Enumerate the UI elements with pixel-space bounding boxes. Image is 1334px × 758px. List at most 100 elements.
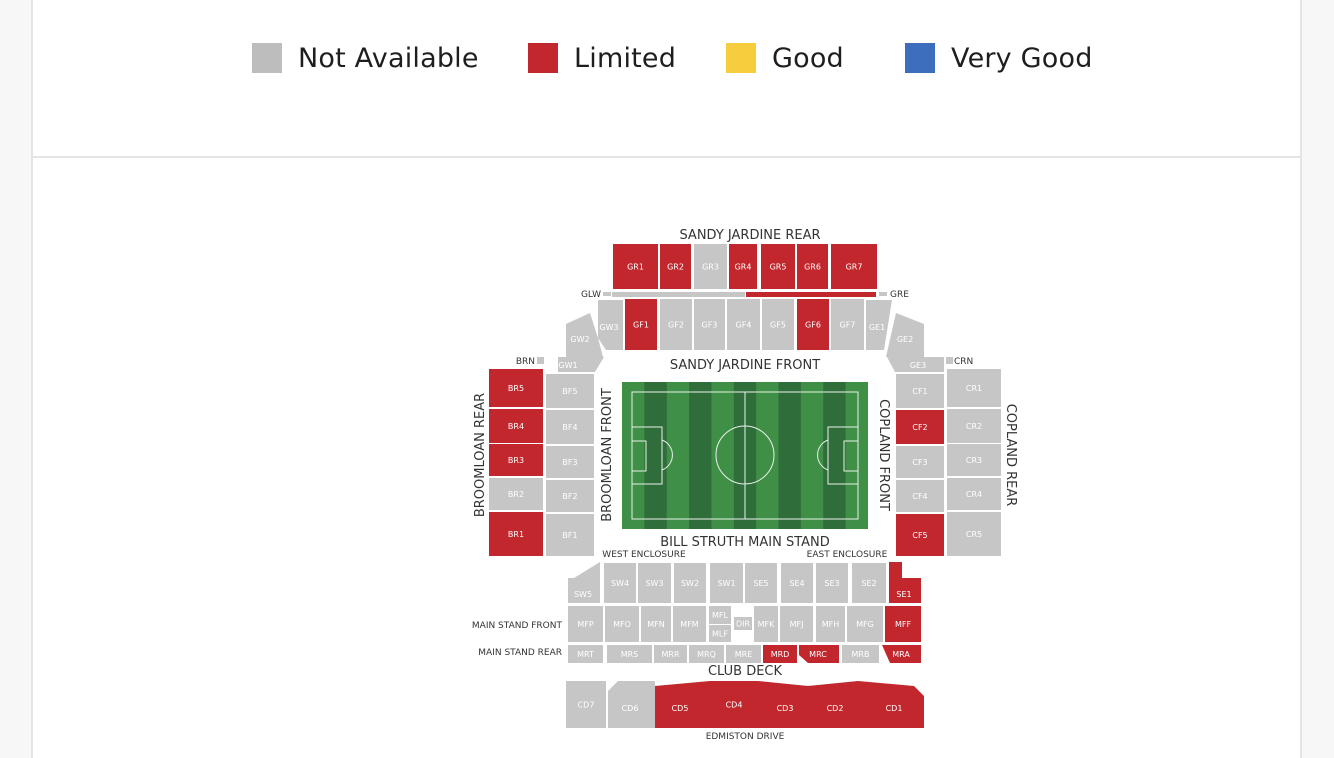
section-mrc[interactable] bbox=[799, 645, 839, 663]
section-gr6[interactable] bbox=[797, 244, 828, 289]
section-cd7[interactable] bbox=[566, 681, 606, 728]
legend-label: Not Available bbox=[298, 42, 479, 74]
section-label-gf7: GF7 bbox=[840, 321, 856, 330]
section-se5[interactable] bbox=[745, 563, 777, 603]
section-gr2[interactable] bbox=[660, 244, 691, 289]
legend-panel: Not Available Limited Good Very Good bbox=[31, 0, 1302, 158]
section-mra[interactable] bbox=[882, 645, 921, 663]
section-cd1[interactable] bbox=[858, 681, 924, 728]
section-gw2[interactable] bbox=[566, 313, 603, 357]
section-sw4[interactable] bbox=[604, 563, 636, 603]
section-mfm[interactable] bbox=[673, 606, 706, 642]
section-mrd[interactable] bbox=[763, 645, 797, 663]
section-mre[interactable] bbox=[726, 645, 761, 663]
section-label-mfm: MFM bbox=[680, 620, 699, 629]
section-gr1[interactable] bbox=[613, 244, 658, 289]
section-cf2[interactable] bbox=[896, 410, 944, 444]
section-br4[interactable] bbox=[489, 409, 543, 443]
section-br5[interactable] bbox=[489, 369, 543, 407]
section-brn[interactable] bbox=[537, 357, 544, 364]
legend-label: Good bbox=[772, 42, 844, 74]
section-se1[interactable] bbox=[889, 562, 921, 603]
section-mfp[interactable] bbox=[568, 606, 603, 642]
section-ge2[interactable] bbox=[886, 313, 924, 357]
section-sw2[interactable] bbox=[674, 563, 706, 603]
section-cr4[interactable] bbox=[947, 478, 1001, 510]
section-bf3[interactable] bbox=[546, 446, 594, 478]
section-cf3[interactable] bbox=[896, 446, 944, 478]
section-gf2[interactable] bbox=[660, 299, 692, 350]
section-mfl[interactable] bbox=[709, 606, 731, 624]
section-grw[interactable] bbox=[612, 292, 745, 297]
section-gf5[interactable] bbox=[762, 299, 794, 350]
section-cr3[interactable] bbox=[947, 444, 1001, 476]
section-bf2[interactable] bbox=[546, 480, 594, 512]
section-cd5[interactable] bbox=[655, 681, 710, 728]
section-cd4[interactable] bbox=[710, 681, 758, 728]
section-label-mrq: MRQ bbox=[697, 650, 716, 659]
section-mrt[interactable] bbox=[568, 645, 603, 663]
section-gle[interactable] bbox=[746, 292, 876, 297]
section-se2[interactable] bbox=[852, 563, 886, 603]
section-br3[interactable] bbox=[489, 444, 543, 476]
section-cf1[interactable] bbox=[896, 374, 944, 408]
section-mfn[interactable] bbox=[641, 606, 671, 642]
section-mfg[interactable] bbox=[847, 606, 883, 642]
section-gre[interactable] bbox=[879, 292, 887, 296]
section-crn[interactable] bbox=[946, 357, 953, 364]
section-label-cd7: CD7 bbox=[578, 701, 595, 710]
section-cr5[interactable] bbox=[947, 512, 1001, 556]
section-ge3[interactable] bbox=[887, 357, 944, 372]
section-cf5[interactable] bbox=[896, 514, 944, 556]
section-label-bf5: BF5 bbox=[562, 387, 577, 396]
section-bf1[interactable] bbox=[546, 514, 594, 556]
section-gf1[interactable] bbox=[625, 299, 657, 350]
section-se4[interactable] bbox=[781, 563, 813, 603]
goal-box-left bbox=[631, 440, 647, 472]
section-bf5[interactable] bbox=[546, 374, 594, 408]
label-gre: GRE bbox=[890, 290, 909, 300]
section-se3[interactable] bbox=[816, 563, 848, 603]
section-dir[interactable] bbox=[734, 617, 752, 630]
section-mrb[interactable] bbox=[842, 645, 879, 663]
section-bf4[interactable] bbox=[546, 410, 594, 444]
penalty-arc-right bbox=[817, 439, 829, 471]
section-gr5[interactable] bbox=[761, 244, 795, 289]
section-gf7[interactable] bbox=[831, 299, 864, 350]
section-cd6[interactable] bbox=[608, 681, 655, 728]
section-cf4[interactable] bbox=[896, 480, 944, 512]
section-label-se5: SE5 bbox=[753, 579, 768, 588]
section-sw5[interactable] bbox=[568, 562, 600, 603]
section-label-mfj: MFJ bbox=[790, 620, 804, 629]
section-gr7[interactable] bbox=[831, 244, 877, 289]
section-mff[interactable] bbox=[885, 606, 921, 642]
section-cr2[interactable] bbox=[947, 409, 1001, 443]
section-mrq[interactable] bbox=[689, 645, 724, 663]
section-glw[interactable] bbox=[603, 292, 611, 296]
section-gr3[interactable] bbox=[694, 244, 727, 289]
section-mfk[interactable] bbox=[754, 606, 778, 642]
section-sw1[interactable] bbox=[710, 563, 743, 603]
section-label-mrd: MRD bbox=[771, 650, 790, 659]
section-br1[interactable] bbox=[489, 512, 543, 556]
section-gf6[interactable] bbox=[797, 299, 829, 350]
section-gw3[interactable] bbox=[598, 300, 623, 350]
section-mfo[interactable] bbox=[605, 606, 639, 642]
section-mrr[interactable] bbox=[654, 645, 687, 663]
section-label-bf1: BF1 bbox=[562, 531, 577, 540]
section-cr1[interactable] bbox=[947, 369, 1001, 407]
section-gf3[interactable] bbox=[694, 299, 725, 350]
section-gf4[interactable] bbox=[727, 299, 760, 350]
section-sw3[interactable] bbox=[638, 563, 671, 603]
section-gr4[interactable] bbox=[729, 244, 757, 289]
section-mlf[interactable] bbox=[709, 625, 731, 642]
section-label-mre: MRE bbox=[735, 650, 753, 659]
section-cd3[interactable] bbox=[758, 681, 808, 728]
section-mrs[interactable] bbox=[607, 645, 652, 663]
section-mfj[interactable] bbox=[780, 606, 813, 642]
section-ge1[interactable] bbox=[866, 300, 892, 350]
section-gw1[interactable] bbox=[558, 357, 604, 372]
section-br2[interactable] bbox=[489, 478, 543, 510]
section-mfh[interactable] bbox=[816, 606, 845, 642]
section-cd2[interactable] bbox=[808, 681, 858, 728]
